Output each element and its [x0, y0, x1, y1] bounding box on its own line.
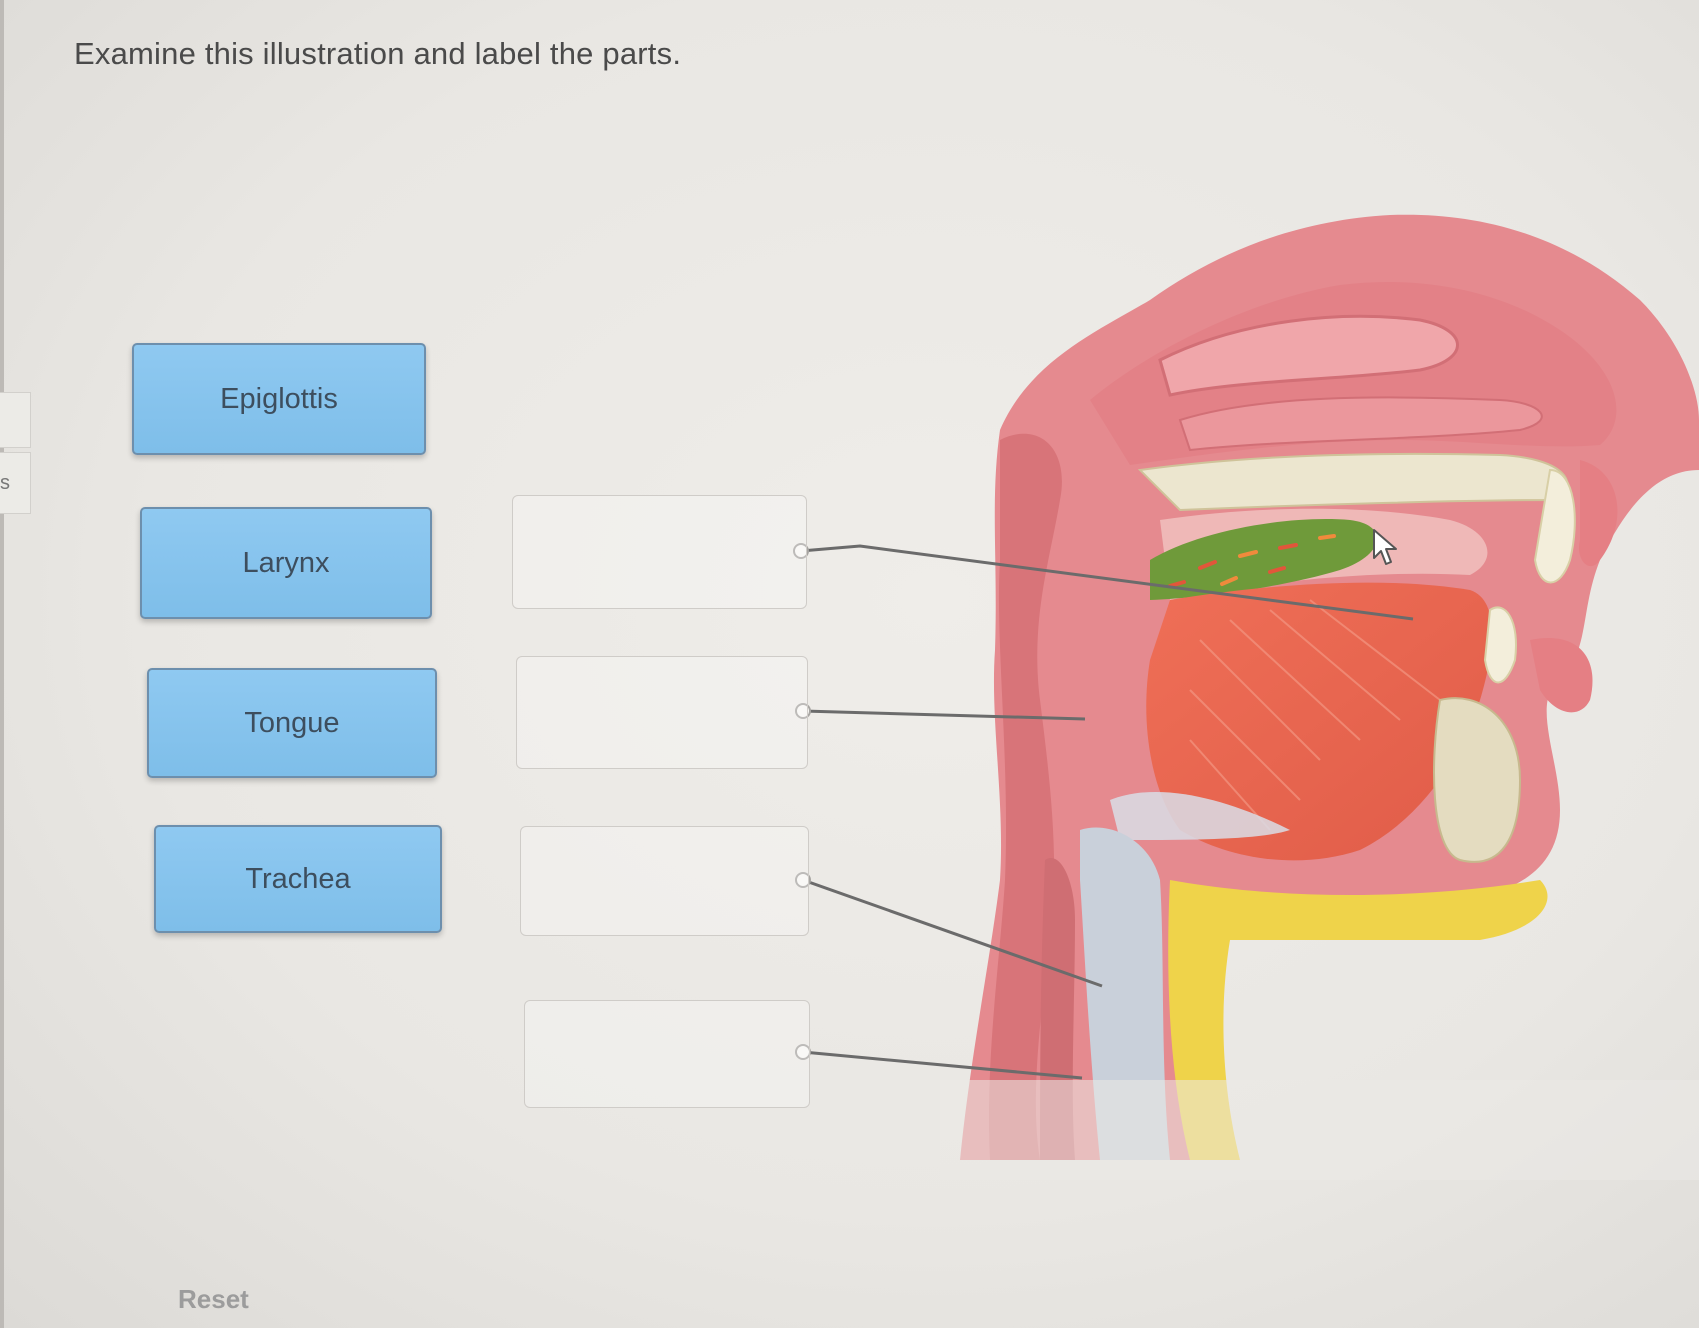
instruction-text: Examine this illustration and label the …: [74, 36, 682, 71]
leader-lines: [800, 544, 1414, 1080]
nasal-fold: [1178, 396, 1543, 452]
larynx-trachea: [1080, 827, 1170, 1160]
label-chip-larynx[interactable]: Larynx: [140, 507, 432, 619]
side-tab-top[interactable]: [0, 392, 31, 448]
drop-zone-3[interactable]: [520, 826, 809, 936]
mouse-cursor-icon: [1373, 529, 1397, 565]
drop-zone-4[interactable]: [524, 1000, 810, 1108]
left-window-edge: [0, 0, 4, 1328]
drop-zone-1[interactable]: [512, 495, 807, 609]
upper-lip: [1579, 460, 1618, 567]
lower-lip: [1530, 638, 1593, 713]
leader-line-4: [802, 1050, 1083, 1080]
hyoid-ligaments: [1110, 791, 1290, 840]
label-chip-text: Trachea: [245, 862, 351, 895]
label-chip-text: Tongue: [244, 706, 340, 739]
label-chip-tongue[interactable]: Tongue: [147, 668, 437, 778]
nasal-conchae: [1158, 314, 1459, 397]
leader-line-3: [802, 878, 1103, 988]
hard-palate: [1137, 452, 1569, 512]
reset-button[interactable]: Reset: [178, 1284, 249, 1314]
label-chip-trachea[interactable]: Trachea: [154, 825, 442, 933]
mandible: [1433, 697, 1522, 863]
food-bolus-specks: [1168, 534, 1336, 588]
leader-anchors: [793, 543, 811, 1060]
side-tab-letter: s: [0, 472, 10, 494]
drop-zone-2[interactable]: [516, 656, 808, 769]
tongue-muscle: [1146, 582, 1492, 861]
label-chip-text: Larynx: [242, 546, 330, 579]
side-tab-bottom[interactable]: [0, 452, 31, 514]
tongue-fibers: [1189, 599, 1441, 831]
label-chip-text: Epiglottis: [220, 382, 338, 415]
diagram-bottom-fade: [940, 1080, 1699, 1180]
lower-incisor: [1483, 606, 1517, 684]
upper-incisor: [1533, 468, 1576, 584]
leader-line-2: [802, 709, 1086, 721]
leader-line-1: [800, 544, 1414, 621]
label-chip-epiglottis[interactable]: Epiglottis: [132, 343, 426, 455]
